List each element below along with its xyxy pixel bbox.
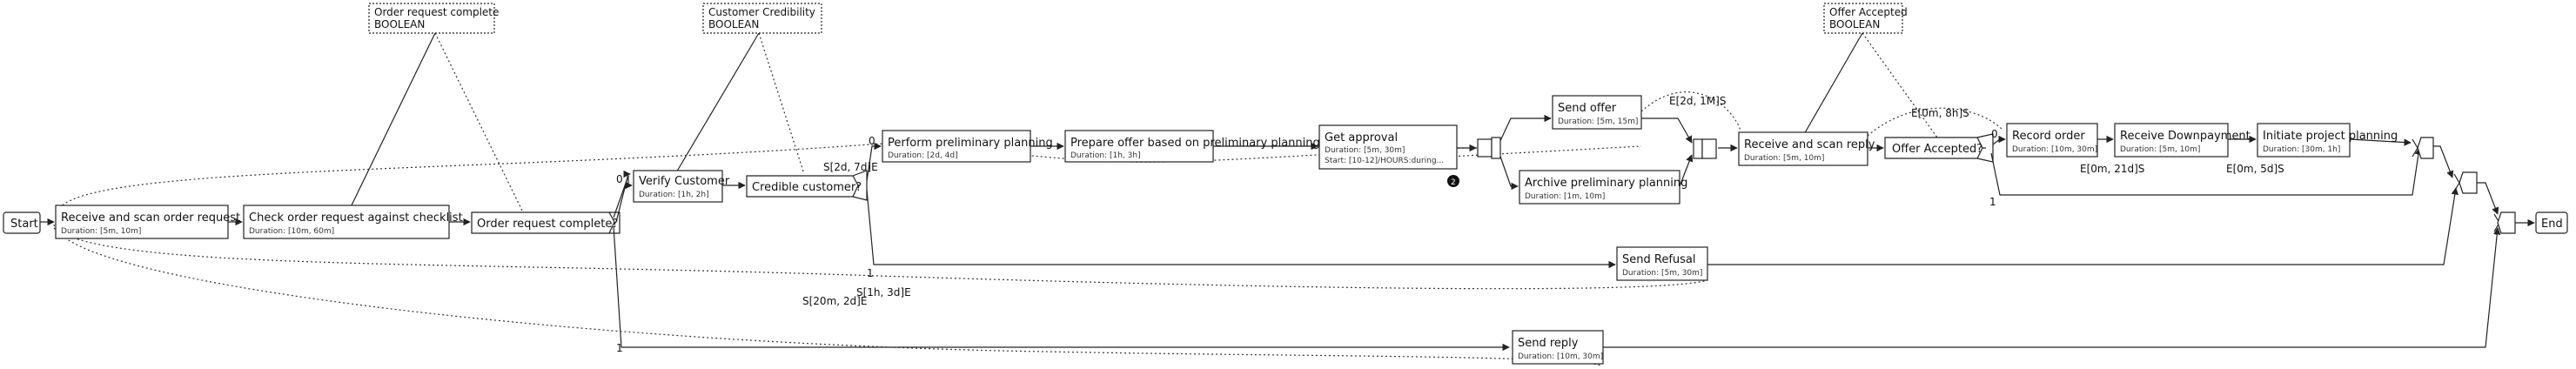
task-send-reply-box: Send reply Duration: [10m, 30m] bbox=[1512, 330, 1604, 365]
start-event: Start bbox=[3, 211, 41, 234]
variable-offer-accepted: Offer Accepted BOOLEAN bbox=[1823, 3, 1908, 34]
edge-labels: E[2d, 1M]S E[0m, 8h]S E[0m, 21d]S E[0m, … bbox=[616, 95, 2284, 354]
variable-name: Offer Accepted bbox=[1829, 6, 1908, 18]
task-prepare-offer: Prepare offer based on preliminary plann… bbox=[1064, 130, 1320, 163]
branch-label: 0 bbox=[616, 173, 623, 185]
variable-name: Customer Credibility bbox=[708, 6, 815, 18]
task-start-constraint: Start: [10-12]/HOURS:during... bbox=[1325, 157, 1444, 165]
task-label: Send reply bbox=[1518, 337, 1579, 350]
merge-gateway-upper bbox=[2412, 137, 2434, 159]
sequence-flows bbox=[40, 170, 631, 226]
branch-label: 1 bbox=[1989, 196, 1996, 208]
decision-label: Credible customer? bbox=[752, 181, 862, 194]
task-label: Record order bbox=[2012, 130, 2085, 143]
task-label: Check order request against checklist bbox=[249, 211, 463, 225]
end-label: End bbox=[2541, 218, 2563, 231]
task-label: Receive Downpayment bbox=[2120, 130, 2251, 143]
task-record-order: Record order Duration: [10m, 30m] bbox=[2006, 123, 2098, 158]
temporal-constraints bbox=[53, 32, 2002, 366]
task-label: Get approval bbox=[1325, 131, 1398, 144]
decision-credible-customer: Credible customer? bbox=[746, 170, 868, 201]
task-label: Receive and scan order request bbox=[61, 211, 240, 225]
task-label: Perform preliminary planning bbox=[888, 137, 1053, 150]
constraint-label: E[2d, 1M]S bbox=[1669, 95, 1726, 107]
task-duration: Duration: [5m, 30m] bbox=[1622, 269, 1702, 278]
task-duration: Duration: [1m, 10m] bbox=[1525, 192, 1605, 201]
decision-label: Order request complete? bbox=[477, 218, 618, 231]
task-label: Verify Customer bbox=[639, 175, 730, 188]
task-verify-customer: Verify Customer Duration: [1h, 2h] bbox=[633, 170, 730, 203]
decision-offer-accepted: Offer Accepted? bbox=[1884, 133, 1994, 163]
task-duration: Duration: [5m, 30m] bbox=[1325, 146, 1405, 155]
task-duration: Duration: [10m, 60m] bbox=[249, 227, 334, 236]
variable-name: Order request complete bbox=[374, 6, 499, 18]
task-duration: Duration: [5m, 10m] bbox=[2120, 145, 2200, 154]
decision-label: Offer Accepted? bbox=[1892, 143, 1982, 156]
variable-type: BOOLEAN bbox=[1829, 18, 1880, 30]
constraint-label: E[0m, 21d]S bbox=[2080, 163, 2144, 175]
branch-label: 1 bbox=[616, 342, 623, 354]
task-receive-order: Receive and scan order request Duration:… bbox=[55, 205, 240, 239]
variable-type: BOOLEAN bbox=[374, 18, 425, 30]
task-duration: Duration: [1h, 2h] bbox=[639, 191, 709, 199]
count-badge bbox=[1447, 175, 1459, 187]
task-send-refusal: Send Refusal Duration: [5m, 30m] bbox=[1616, 246, 1708, 281]
task-duration: Duration: [30m, 1h] bbox=[2263, 145, 2340, 154]
task-label: Send offer bbox=[1558, 102, 1617, 115]
task-duration: Duration: [2d, 4d] bbox=[888, 151, 958, 160]
variable-order-request-complete: Order request complete BOOLEAN bbox=[368, 3, 499, 34]
start-label: Start bbox=[10, 218, 38, 231]
task-duration: Duration: [5m, 15m] bbox=[1558, 117, 1638, 126]
end-event: End bbox=[2535, 211, 2568, 234]
branch-label: 1 bbox=[867, 267, 874, 279]
task-label: Initiate project planning bbox=[2263, 130, 2398, 143]
task-get-approval: Get approval Duration: [5m, 30m] Start: … bbox=[1318, 124, 1459, 187]
task-duration: Duration: [5m, 10m] bbox=[61, 227, 141, 236]
task-archive-planning: Archive preliminary planning Duration: [… bbox=[1519, 170, 1687, 205]
variable-type: BOOLEAN bbox=[708, 18, 759, 30]
task-label: Prepare offer based on preliminary plann… bbox=[1070, 137, 1320, 150]
task-duration: Duration: [10m, 30m] bbox=[1518, 352, 1603, 361]
task-label: Send Refusal bbox=[1622, 253, 1696, 266]
constraint-label: E[0m, 8h]S bbox=[1911, 107, 1969, 119]
variable-customer-credibility: Customer Credibility BOOLEAN bbox=[702, 3, 822, 34]
task-label: Archive preliminary planning bbox=[1525, 177, 1687, 190]
final-join-gateway bbox=[2493, 211, 2516, 234]
constraint-label: E[0m, 5d]S bbox=[2226, 163, 2284, 175]
task-duration: Duration: [1h, 3h] bbox=[1070, 151, 1141, 160]
parallel-join-gateway bbox=[1693, 138, 1717, 159]
constraint-label: S[20m, 2d]E bbox=[802, 295, 867, 307]
task-duration: Duration: [5m, 10m] bbox=[1744, 154, 1824, 163]
task-initiate-planning: Initiate project planning Duration: [30m… bbox=[2257, 123, 2398, 158]
flows bbox=[347, 32, 2535, 352]
task-check-order: Check order request against checklist Du… bbox=[243, 205, 463, 239]
task-receive-reply: Receive and scan reply Duration: [5m, 10… bbox=[1738, 131, 1875, 166]
parallel-split-gateway bbox=[1477, 137, 1501, 159]
task-label: Receive and scan reply bbox=[1744, 138, 1875, 151]
task-perform-planning: Perform preliminary planning Duration: [… bbox=[882, 130, 1053, 163]
xor-join-gateway bbox=[2453, 171, 2478, 194]
constraint-label: S[1h, 3d]E bbox=[856, 286, 911, 299]
decision-order-complete: Order request complete? bbox=[471, 211, 621, 234]
branch-label: 0 bbox=[1991, 128, 1998, 140]
count-badge-label: 2 bbox=[1451, 178, 1456, 187]
task-duration: Duration: [10m, 30m] bbox=[2012, 145, 2097, 154]
branch-label: 0 bbox=[869, 135, 875, 147]
constraint-label: S[2d, 7d]E bbox=[823, 161, 878, 173]
task-send-offer: Send offer Duration: [5m, 15m] bbox=[1552, 95, 1642, 130]
task-receive-downpayment: Receive Downpayment Duration: [5m, 10m] bbox=[2114, 123, 2251, 158]
